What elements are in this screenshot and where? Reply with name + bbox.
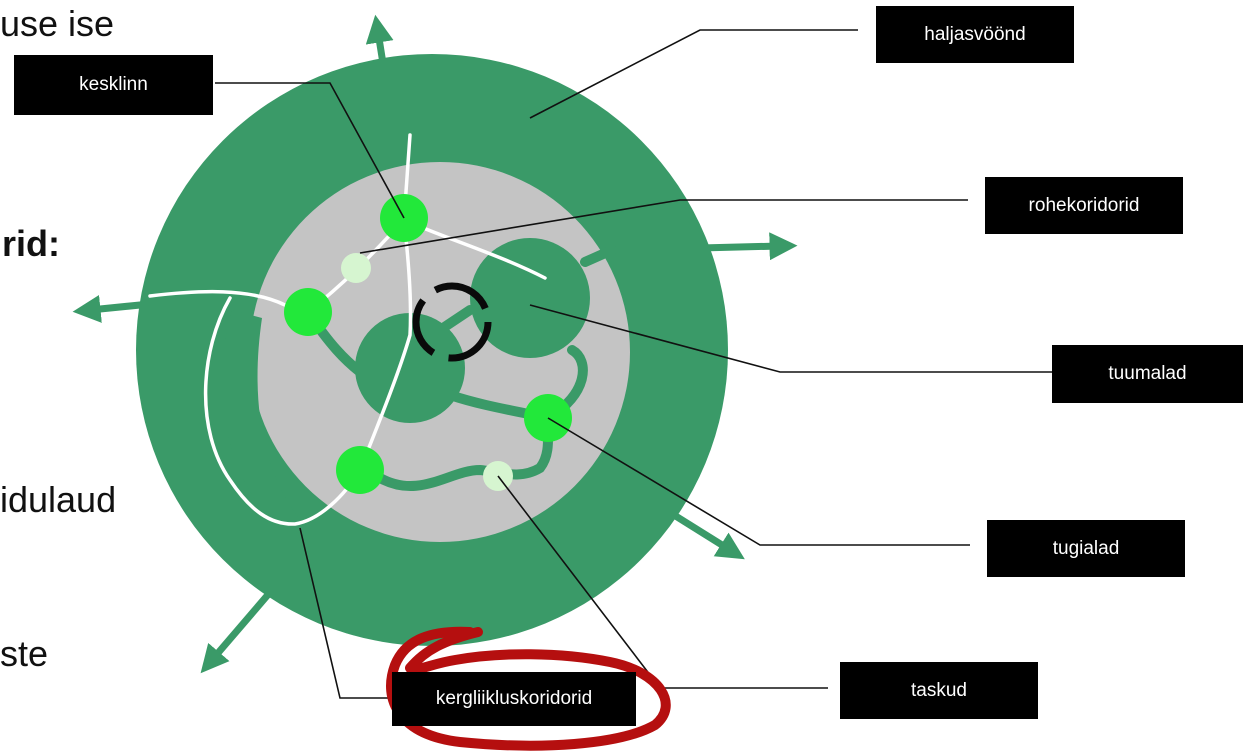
core-area-center [355, 313, 465, 423]
label-haljasvoond: haljasvöönd [876, 6, 1074, 63]
support-node-southwest [336, 446, 384, 494]
support-node-west [284, 288, 332, 336]
label-taskud: taskud [840, 662, 1038, 719]
label-tuumalad: tuumalad [1052, 345, 1243, 403]
pocket-node-north [341, 253, 371, 283]
green-wedge [221, 310, 300, 520]
label-kesklinn: kesklinn [14, 55, 213, 115]
text-fragment-1: use ise [0, 3, 115, 44]
label-rohekoridorid: rohekoridorid [985, 177, 1183, 234]
arrow-southwest [200, 587, 275, 674]
leader-lines [215, 29, 1052, 699]
text-fragment-3: idulaud [0, 479, 117, 520]
label-tugialad: tugialad [987, 520, 1185, 577]
text-fragment-4: ste [0, 633, 49, 674]
label-kergliikluskoridorid: kergliikluskoridorid [392, 672, 636, 726]
text-fragment-2: rid: [2, 223, 60, 264]
city-centre-ring [412, 282, 492, 362]
core-area-east [470, 238, 590, 358]
annotation-circle [386, 626, 671, 751]
arrow-east [699, 232, 798, 261]
